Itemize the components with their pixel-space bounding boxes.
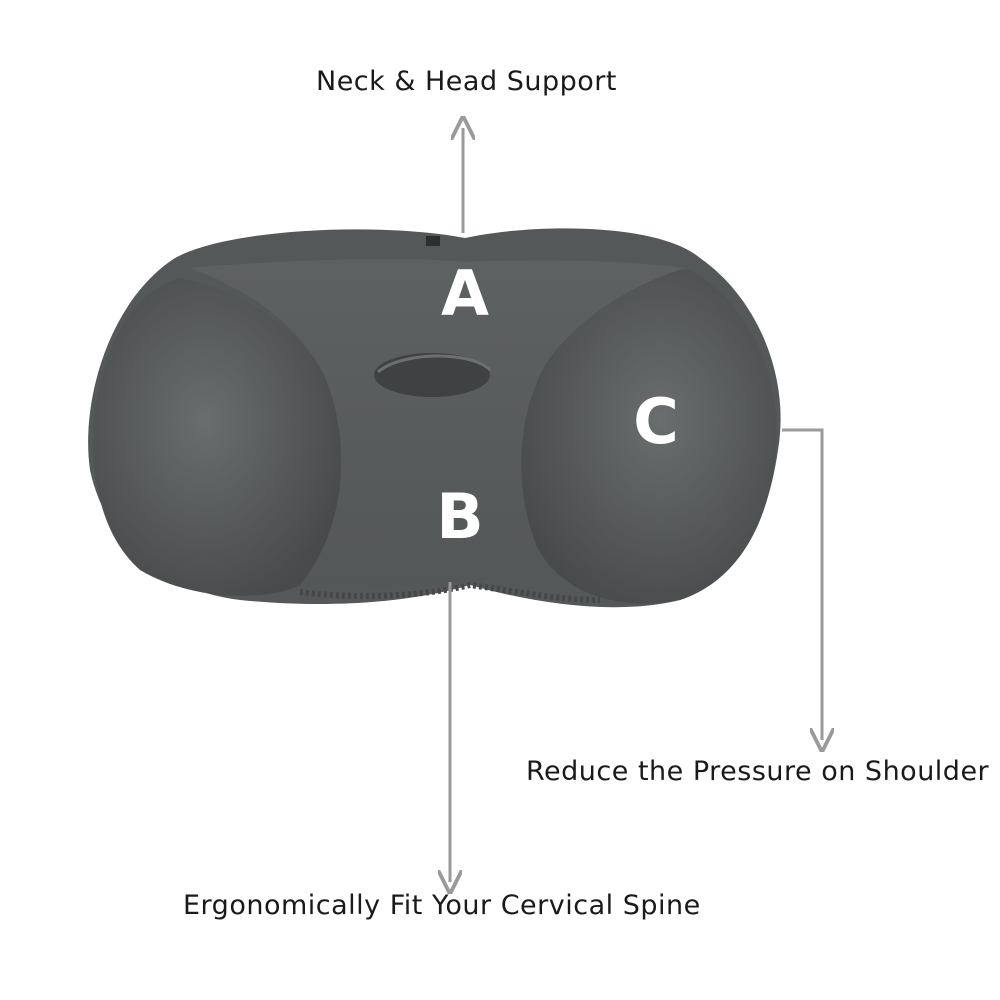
caption-reduce-shoulder-pressure: Reduce the Pressure on Shoulder [526,756,990,787]
pillow-right-lobe [518,270,777,604]
arrow-shoulder [782,428,822,740]
zone-label-a: A [441,257,489,330]
pillow-bottom-seam [299,581,601,603]
zone-label-c: C [633,385,679,458]
pillow-hollow-highlight [376,354,492,374]
zone-label-b: B [436,480,483,553]
pillow: A B C [88,228,781,608]
pillow-zipper-tab [426,236,440,246]
pillow-left-lobe [93,278,342,597]
caption-ergonomic-spine-fit: Ergonomically Fit Your Cervical Spine [183,890,701,921]
pillow-neck-hollow [374,353,490,397]
pillow-center-channel [190,259,685,587]
caption-neck-head-support: Neck & Head Support [316,66,617,97]
